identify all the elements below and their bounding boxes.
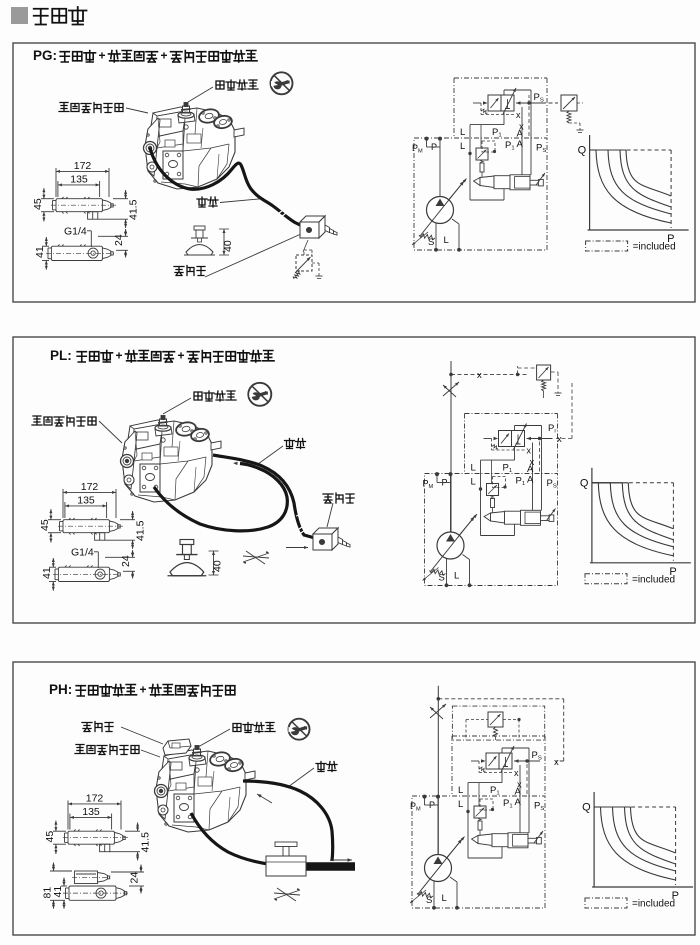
- svg-text:40: 40: [222, 240, 234, 252]
- svg-text:81: 81: [41, 887, 53, 899]
- svg-text:x: x: [530, 457, 535, 468]
- svg-text:x: x: [519, 122, 524, 133]
- svg-text:41: 41: [34, 246, 46, 258]
- svg-text:PS: PS: [532, 750, 542, 762]
- svg-text:+: +: [178, 349, 185, 363]
- svg-text:L: L: [471, 463, 476, 474]
- svg-text:=included: =included: [632, 899, 675, 910]
- svg-text:L: L: [454, 571, 459, 582]
- svg-text:A: A: [527, 475, 534, 486]
- svg-text:P1: P1: [490, 785, 500, 797]
- svg-text:A: A: [517, 129, 524, 140]
- svg-text:x: x: [517, 780, 522, 791]
- svg-text:L: L: [458, 785, 463, 796]
- svg-text:172: 172: [81, 481, 99, 493]
- svg-text:PH:: PH:: [49, 682, 72, 697]
- svg-text:+: +: [140, 683, 147, 697]
- svg-text:A: A: [515, 797, 522, 808]
- svg-text:Q: Q: [582, 802, 591, 814]
- svg-text:PM: PM: [423, 479, 434, 491]
- svg-text:45: 45: [44, 831, 56, 843]
- svg-text:A: A: [527, 464, 534, 475]
- svg-text:PS: PS: [534, 92, 544, 104]
- svg-text:S: S: [428, 237, 434, 248]
- svg-text:S: S: [426, 895, 432, 906]
- svg-text:PG:: PG:: [33, 48, 57, 63]
- svg-text:P: P: [672, 890, 679, 902]
- svg-text:PL:: PL:: [50, 348, 72, 363]
- svg-text:Pr: Pr: [548, 423, 556, 435]
- svg-text:P1: P1: [492, 127, 502, 139]
- svg-text:L: L: [458, 799, 463, 810]
- svg-text:41.5: 41.5: [135, 520, 147, 541]
- svg-text:135: 135: [82, 806, 100, 818]
- svg-text:x: x: [554, 757, 559, 768]
- svg-text:PS: PS: [547, 478, 557, 490]
- svg-text:P1: P1: [503, 798, 513, 810]
- svg-text:G1/4: G1/4: [71, 547, 94, 559]
- svg-text:41: 41: [41, 567, 53, 579]
- svg-text:135: 135: [77, 495, 95, 507]
- svg-text:41.5: 41.5: [140, 832, 152, 853]
- svg-text:L: L: [471, 477, 476, 488]
- svg-text:+: +: [99, 49, 106, 63]
- svg-text:24: 24: [113, 234, 125, 246]
- svg-text:x: x: [516, 110, 521, 120]
- svg-text:S: S: [439, 573, 445, 584]
- svg-text:PM: PM: [412, 143, 423, 155]
- svg-text:172: 172: [74, 160, 92, 172]
- svg-text:x: x: [557, 434, 562, 445]
- svg-text:PS: PS: [534, 801, 544, 813]
- svg-text:G1/4: G1/4: [64, 226, 87, 238]
- svg-text:+: +: [161, 49, 168, 63]
- svg-text:P: P: [667, 233, 674, 245]
- svg-text:=included: =included: [633, 242, 676, 253]
- svg-text:41.5: 41.5: [128, 199, 140, 220]
- svg-text:x: x: [514, 768, 519, 778]
- svg-text:A: A: [517, 139, 524, 150]
- svg-text:L: L: [460, 141, 465, 152]
- svg-text:P1: P1: [503, 463, 513, 475]
- svg-text:L: L: [442, 893, 447, 904]
- svg-text:A: A: [515, 787, 522, 798]
- svg-text:41: 41: [52, 886, 64, 898]
- svg-text:45: 45: [39, 519, 51, 531]
- svg-text:PM: PM: [410, 801, 421, 813]
- svg-text:=included: =included: [632, 574, 675, 585]
- svg-text:P1: P1: [516, 476, 526, 488]
- svg-text:L: L: [460, 127, 465, 138]
- svg-text:172: 172: [86, 793, 104, 805]
- svg-text:PS: PS: [536, 143, 546, 155]
- svg-text:L: L: [444, 235, 449, 246]
- svg-text:45: 45: [32, 198, 44, 210]
- svg-text:P: P: [669, 566, 676, 578]
- svg-text:24: 24: [129, 872, 141, 884]
- svg-text:40: 40: [212, 560, 224, 572]
- svg-text:P1: P1: [505, 140, 515, 152]
- svg-text:24: 24: [120, 555, 132, 567]
- svg-text:Q: Q: [578, 145, 587, 157]
- svg-text:x: x: [527, 446, 532, 456]
- svg-text:+: +: [116, 349, 123, 363]
- svg-text:x: x: [477, 370, 482, 381]
- svg-text:135: 135: [70, 174, 88, 186]
- svg-text:Q: Q: [580, 477, 589, 489]
